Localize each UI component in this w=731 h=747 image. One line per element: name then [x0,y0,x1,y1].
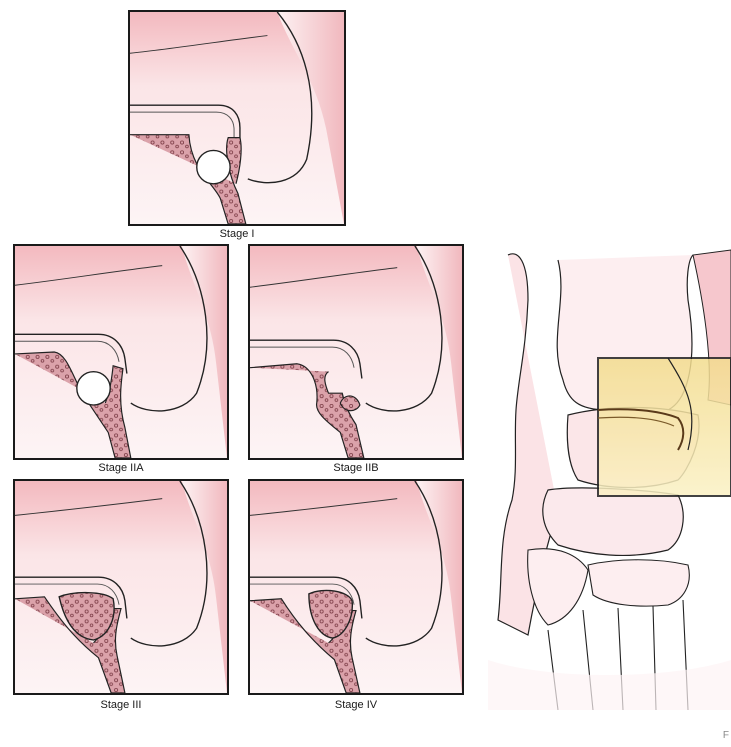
stage-i-panel [128,10,346,226]
stage-iv-illustration [250,481,462,693]
stage-iia-illustration [15,246,227,458]
corner-mark: F [723,730,729,741]
stage-iib-caption: Stage IIB [248,462,464,474]
ankle-illustration [488,240,731,710]
stage-i-caption: Stage I [128,228,346,240]
stage-iia-caption: Stage IIA [13,462,229,474]
stage-iv-caption: Stage IV [248,699,464,711]
stage-iii-caption: Stage III [13,699,229,711]
stage-iib-panel [248,244,464,460]
stage-iii-illustration [15,481,227,693]
stage-iia-panel [13,244,229,460]
stage-i-illustration [130,12,344,224]
ankle-overview [488,240,731,710]
stage-iii-panel [13,479,229,695]
stage-iib-illustration [250,246,462,458]
stage-iv-panel [248,479,464,695]
